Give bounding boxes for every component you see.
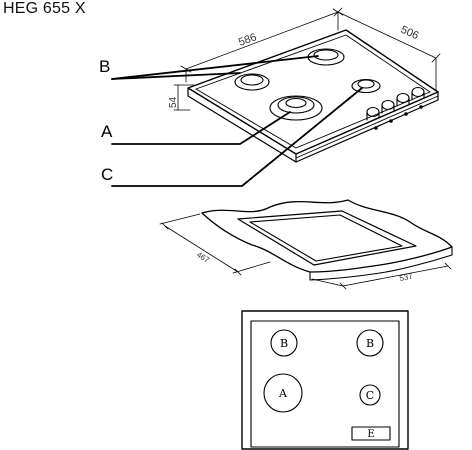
hob-drawing — [111, 7, 441, 187]
model-title: HEG 655 X — [3, 0, 86, 17]
plan-burner-front-right — [359, 384, 381, 406]
dim-height: 54 — [168, 96, 179, 108]
hob-burners — [234, 48, 381, 121]
layout-plan — [241, 310, 409, 450]
cutout-outer-edge — [201, 199, 453, 273]
cutout-opening — [237, 210, 417, 266]
dim-depth: 506 — [399, 24, 421, 42]
plan-burner-front-left — [263, 373, 303, 413]
burner-rear-left — [234, 73, 270, 91]
dim-width: 586 — [237, 31, 258, 49]
cutout-drawing — [159, 199, 453, 290]
callout-a: A — [101, 122, 113, 141]
hob-inner-rim — [195, 34, 431, 149]
plan-label-rear-right: B — [366, 337, 374, 350]
plan-control-box — [351, 426, 391, 441]
burner-front-right — [351, 78, 381, 94]
cutout-dimension-lines — [159, 213, 452, 290]
leader-lines — [111, 55, 363, 187]
plan-outer-frame — [241, 310, 409, 450]
knob-holes — [374, 105, 423, 130]
burner-front-left — [269, 95, 323, 121]
plan-burner-rear-right — [356, 329, 384, 357]
dim-cutout-width: 537 — [399, 271, 414, 282]
plan-label-front-left: A — [278, 387, 288, 400]
plan-label-front-right: C — [366, 389, 374, 402]
plan-label-control: E — [367, 429, 374, 440]
plan-burner-rear-left — [270, 329, 298, 357]
hob-top-plate — [187, 29, 439, 155]
plan-label-rear-left: B — [280, 337, 288, 350]
control-knobs — [366, 86, 425, 121]
dim-cutout-depth: 467 — [195, 250, 212, 265]
callout-b: B — [99, 57, 110, 76]
callout-c: C — [101, 165, 113, 184]
plan-inner-frame — [250, 320, 400, 448]
dimension-lines — [173, 7, 441, 111]
